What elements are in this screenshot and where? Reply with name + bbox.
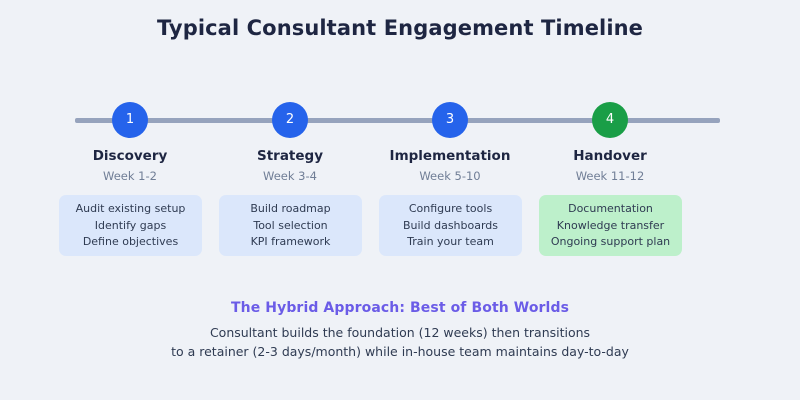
banner-text-line: to a retainer (2-3 days/month) while in-… bbox=[171, 344, 629, 359]
page-title: Typical Consultant Engagement Timeline bbox=[156, 16, 644, 40]
task-item: Define objectives bbox=[82, 235, 179, 248]
step-number-badge[interactable]: 3 bbox=[432, 102, 468, 138]
step-number-badge[interactable]: 2 bbox=[272, 102, 308, 138]
task-item: Build roadmap bbox=[250, 202, 331, 215]
step-label: Implementation bbox=[389, 148, 511, 164]
banner-body: Consultant builds the foundation (12 wee… bbox=[100, 323, 700, 361]
task-item: Audit existing setup bbox=[75, 202, 186, 215]
task-item: Identify gaps bbox=[94, 218, 167, 232]
task-item: Tool selection bbox=[253, 218, 328, 232]
step-week-range: Week 1-2 bbox=[103, 169, 157, 183]
hybrid-approach-banner: The Hybrid Approach: Best of Both Worlds… bbox=[100, 291, 700, 368]
step-number-badge[interactable]: 1 bbox=[112, 102, 148, 138]
step-label: Discovery bbox=[92, 148, 168, 164]
step-week-range: Week 5-10 bbox=[419, 169, 481, 183]
task-item: Configure tools bbox=[408, 202, 493, 215]
timeline-rail bbox=[75, 118, 720, 123]
task-item: Ongoing support plan bbox=[550, 235, 671, 248]
step-label: Handover bbox=[573, 148, 647, 164]
step-week-range: Week 3-4 bbox=[263, 169, 317, 183]
banner-text-line: Consultant builds the foundation (12 wee… bbox=[209, 325, 591, 340]
task-item: KPI framework bbox=[250, 235, 331, 248]
step-number-badge[interactable]: 4 bbox=[592, 102, 628, 138]
task-item: Knowledge transfer bbox=[556, 218, 665, 232]
banner-title: The Hybrid Approach: Best of Both Worlds bbox=[230, 300, 570, 316]
task-item: Documentation bbox=[568, 202, 653, 215]
task-item: Train your team bbox=[407, 235, 494, 248]
step-label: Strategy bbox=[256, 148, 324, 164]
task-item: Build dashboards bbox=[402, 218, 499, 232]
step-week-range: Week 11-12 bbox=[575, 169, 645, 183]
